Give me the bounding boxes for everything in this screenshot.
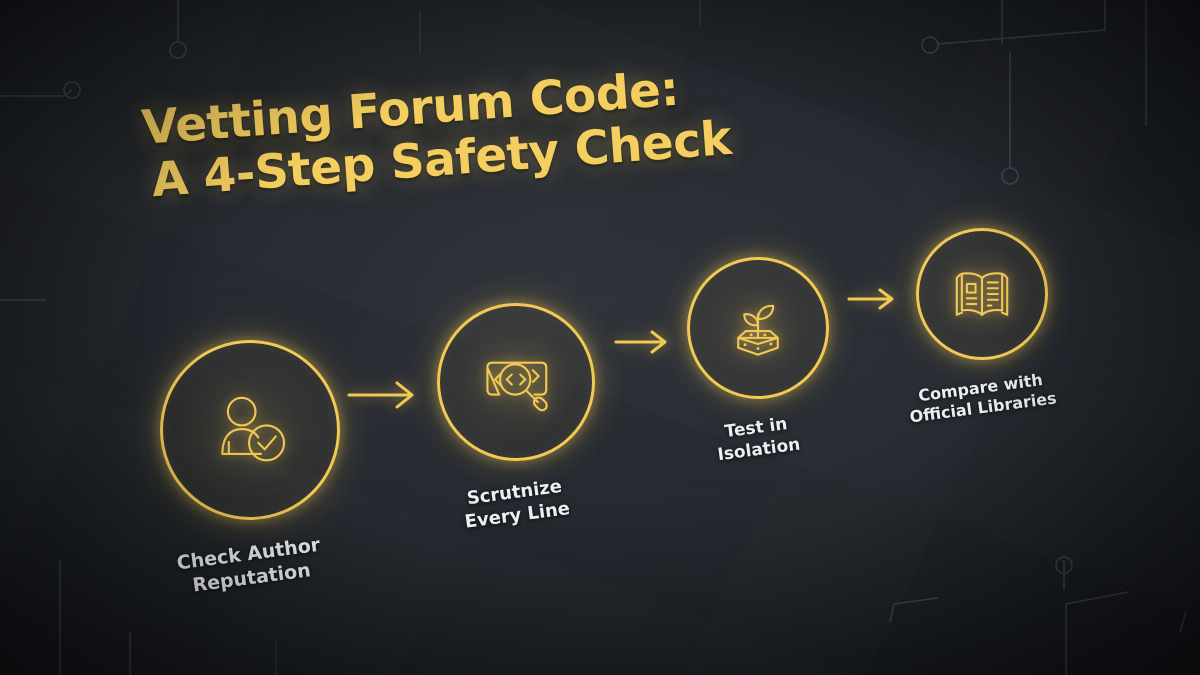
sandbox-seedling-icon bbox=[720, 290, 796, 366]
step-3-caption: Test in Isolation bbox=[714, 413, 802, 467]
step-2-ring bbox=[437, 303, 595, 461]
step-1-caption: Check Author Reputation bbox=[175, 533, 324, 600]
user-check-icon bbox=[204, 384, 296, 476]
arrow-step2-to-step3 bbox=[612, 327, 674, 361]
step-3-ring bbox=[687, 257, 829, 399]
step-2-caption: Scrutnize Every Line bbox=[461, 474, 572, 533]
step-4-ring bbox=[915, 228, 1048, 360]
code-magnifier-icon bbox=[474, 340, 558, 424]
step-2[interactable]: Scrutnize Every Line bbox=[437, 303, 595, 533]
step-4[interactable]: Compare with Official Libraries bbox=[908, 228, 1058, 427]
arrow-step1-to-step2 bbox=[345, 378, 423, 416]
open-book-icon bbox=[946, 258, 1018, 330]
step-1[interactable]: Check Author Reputation bbox=[160, 340, 340, 597]
step-1-ring bbox=[160, 340, 340, 520]
arrow-step3-to-step4 bbox=[845, 285, 901, 317]
step-3[interactable]: Test in Isolation bbox=[687, 257, 829, 465]
